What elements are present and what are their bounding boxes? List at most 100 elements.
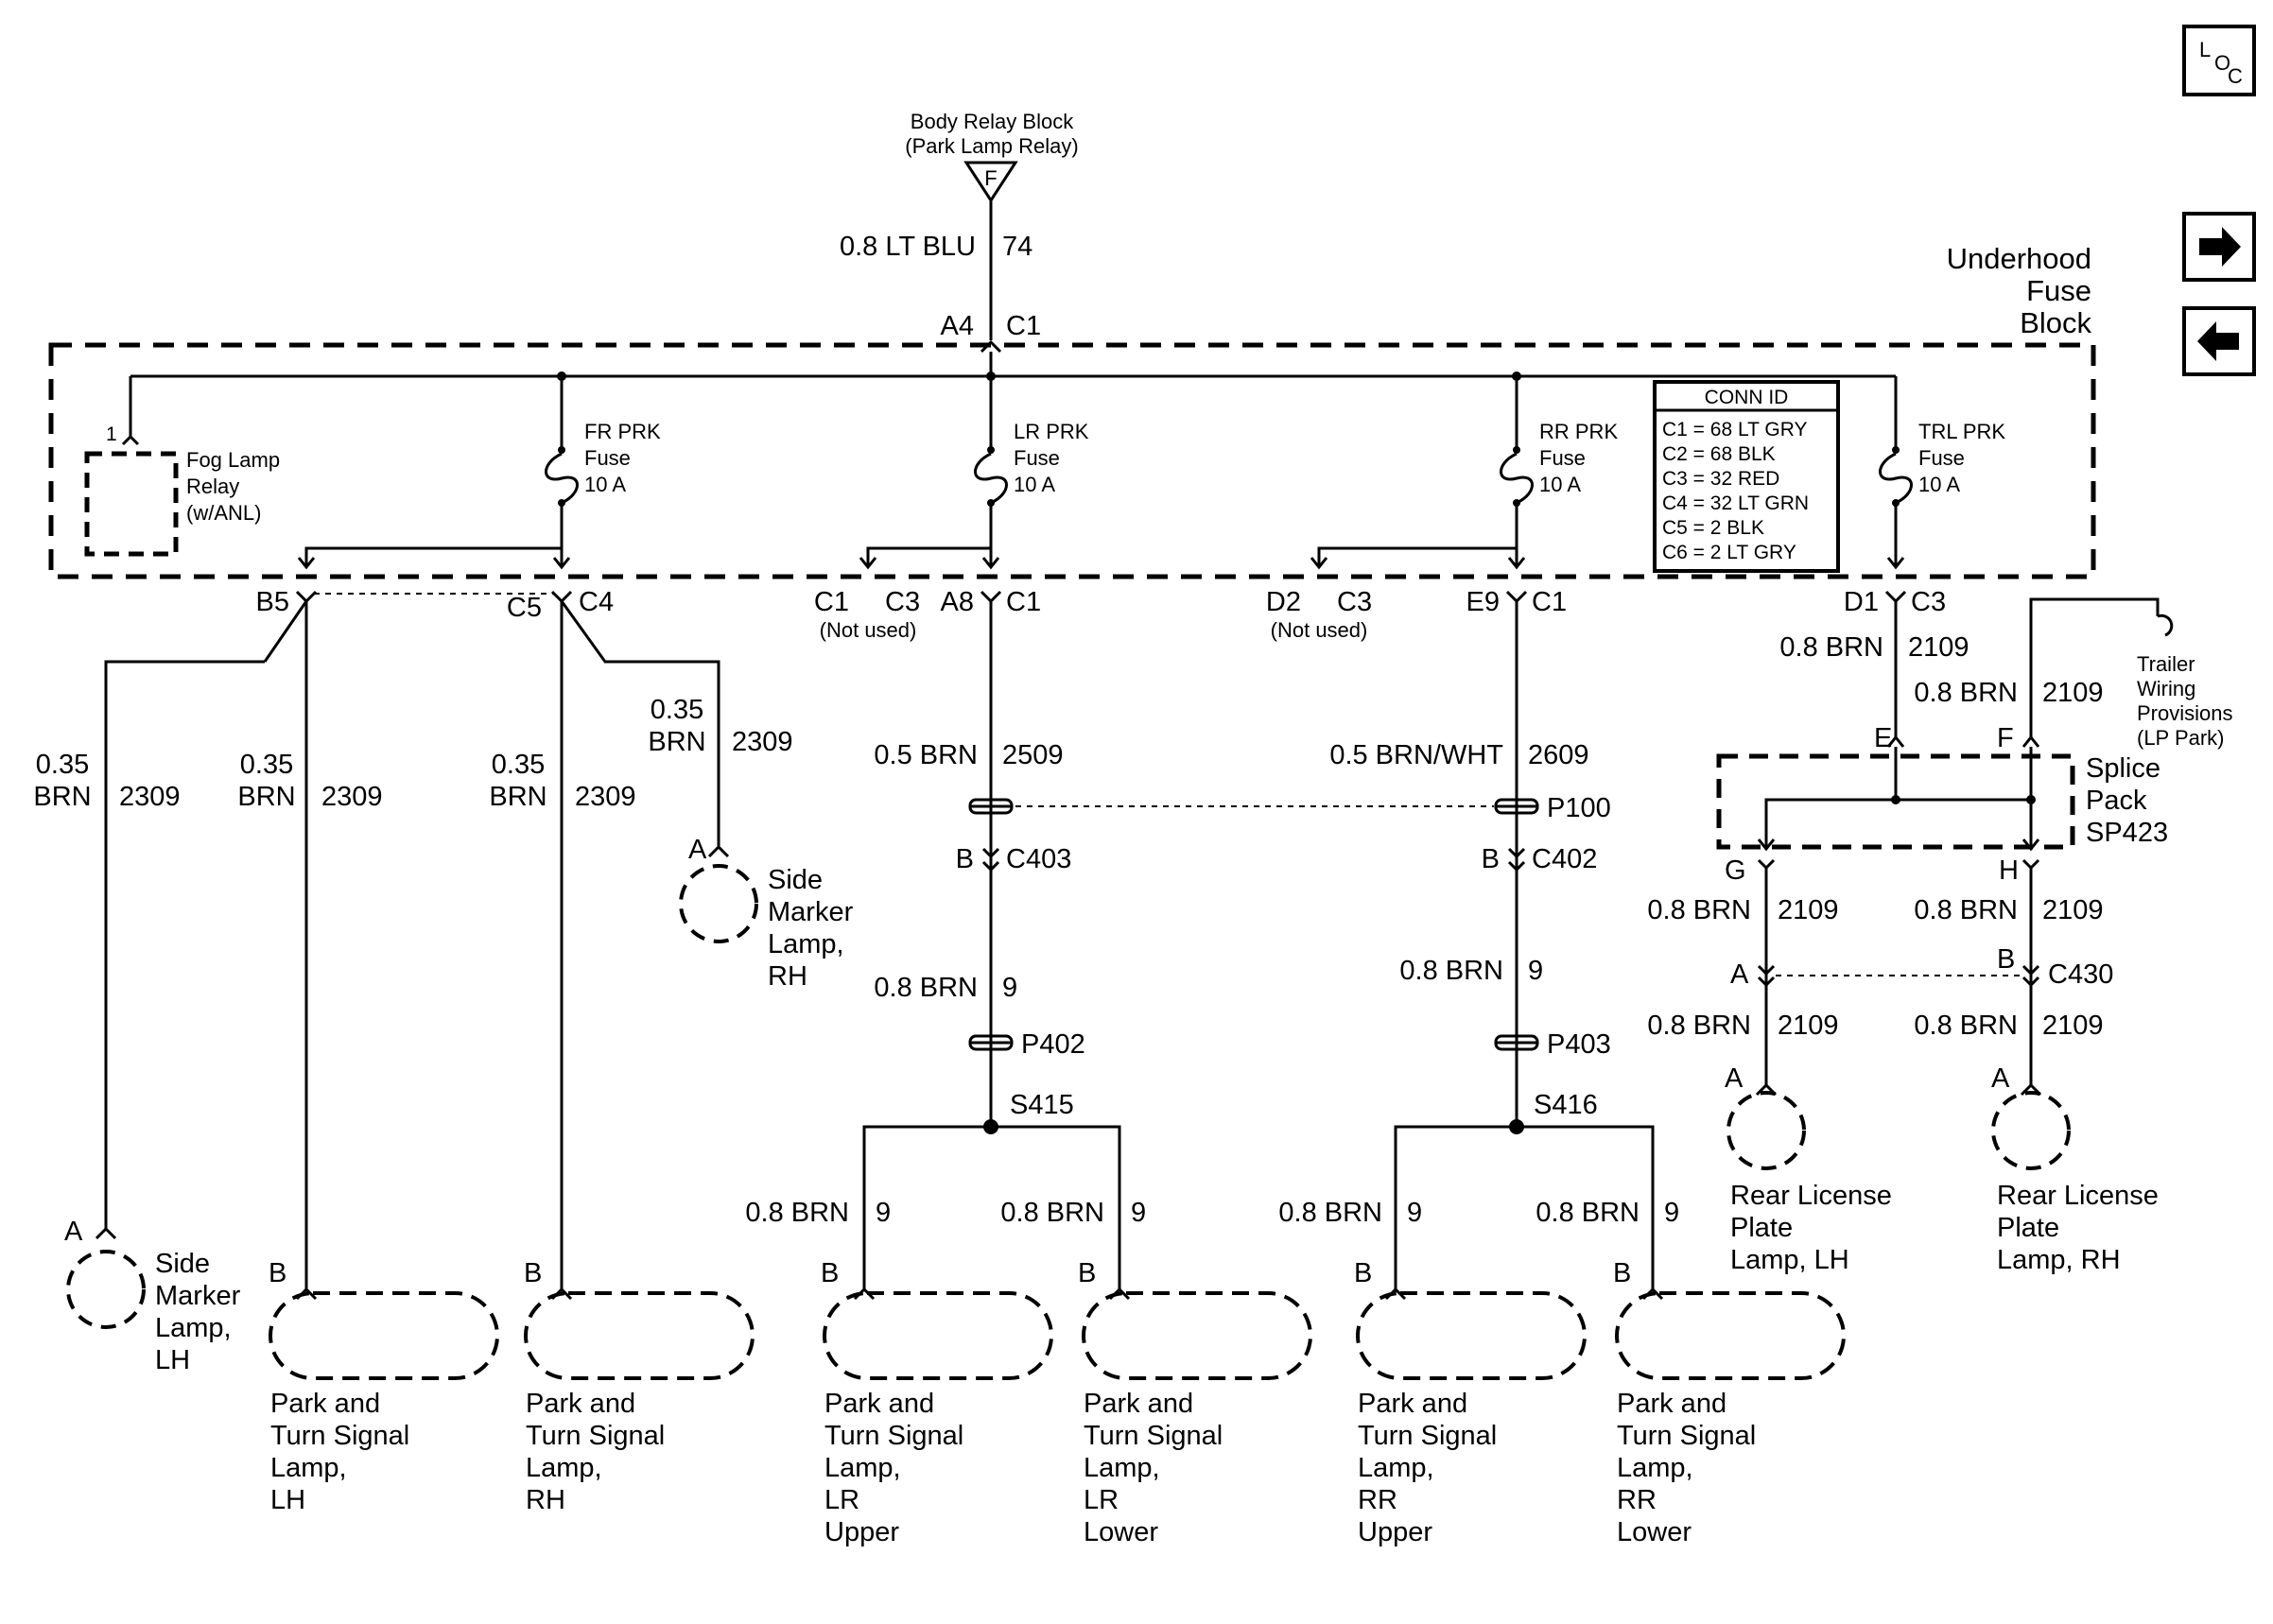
lamp-label: Plate	[1997, 1213, 2059, 1243]
pin-c1-e9: C1	[1532, 587, 1567, 617]
wire-circuit: 2309	[732, 727, 793, 757]
fuse-block-label-1: Underhood	[1947, 242, 2091, 275]
not-used-lr: (Not used)	[820, 618, 917, 642]
lamp-label: Side	[155, 1249, 210, 1279]
wire-size: 0.35	[36, 750, 89, 780]
feed-connector: C1	[1006, 311, 1041, 341]
lamp-label: LH	[270, 1485, 305, 1515]
wire-size: 0.35	[492, 750, 545, 780]
pin-c1-a8: C1	[1006, 587, 1041, 617]
pin-mark	[2021, 838, 2040, 852]
splice-label: SP423	[2086, 818, 2168, 848]
pin-a: A	[1725, 1063, 1744, 1094]
conn-id-table: CONN ID C1 = 68 LT GRY C2 = 68 BLK C3 = …	[1653, 380, 1840, 573]
fuse-lr-prk: LR PRK Fuse 10 A	[974, 376, 1089, 570]
lamp-label: Side	[768, 865, 823, 895]
fog-relay-pin-mark	[121, 434, 140, 446]
feed-wire-circuit: 74	[1002, 232, 1032, 262]
arrow-left-icon	[2197, 321, 2239, 361]
wire-color: 0.8 BRN	[874, 973, 978, 1003]
fog-lamp-relay	[84, 451, 179, 557]
pin-mark	[2021, 734, 2040, 748]
lamp-label: Lamp, RH	[1997, 1245, 2121, 1275]
not-used-rr: (Not used)	[1271, 618, 1368, 642]
conn-id-row: C2 = 68 BLK	[1662, 443, 1776, 465]
feed-wire-color: 0.8 LT BLU	[840, 232, 976, 262]
relay-block-title: Body Relay Block	[911, 110, 1074, 133]
side-marker-lamp-lh	[66, 1250, 146, 1329]
lamp-label: Rear License	[1997, 1181, 2159, 1211]
lamp-label: Rear License	[1730, 1181, 1892, 1211]
wire-trailer	[2029, 597, 2160, 737]
park-turn-lamp-lr-upper	[823, 1291, 1053, 1380]
pin-c3-lr: C3	[885, 587, 920, 617]
relay-terminal-pin: F	[984, 166, 997, 190]
wire-color: 0.8 BRN	[1399, 956, 1503, 986]
lamp-label: Lamp,	[768, 929, 844, 959]
fuse-lr-name: LR PRK	[1014, 420, 1089, 443]
splice-bus	[1764, 798, 2031, 847]
pin-a8: A8	[941, 587, 974, 617]
lamp-label: LH	[155, 1345, 190, 1375]
splice-label: Pack	[2086, 786, 2147, 816]
splice-node	[2026, 795, 2036, 804]
wire-color: BRN	[489, 782, 547, 812]
conn-id-row: C4 = 32 LT GRN	[1662, 492, 1809, 514]
conn-id-row: C6 = 2 LT GRY	[1662, 542, 1796, 563]
conn-id-row: C1 = 68 LT GRY	[1662, 419, 1808, 441]
pin-mark	[550, 590, 573, 604]
wire-circuit: 9	[1002, 973, 1017, 1003]
lamp-label: Park and	[1617, 1389, 1726, 1419]
lamp-label: Turn Signal	[1617, 1421, 1756, 1451]
s415-branches	[862, 1125, 1121, 1289]
wire-circuit: 2109	[2042, 678, 2104, 708]
lamp-label: Park and	[824, 1389, 934, 1419]
lamp-label: Lamp,	[1084, 1453, 1160, 1483]
fuse-rr-prk: RR PRK Fuse 10 A	[1500, 376, 1618, 570]
lamp-label: Marker	[155, 1281, 241, 1311]
connector-p100-rr	[1494, 798, 1539, 815]
lamp-label: Lamp,	[1358, 1453, 1434, 1483]
wire-color: BRN	[33, 782, 91, 812]
trailer-label: Provisions	[2137, 701, 2232, 725]
connector-p403	[1494, 1034, 1539, 1051]
fuse-fr-name: FR PRK	[584, 420, 661, 443]
wire-side-marker-lh	[104, 660, 265, 1229]
lamp-label: Lower	[1084, 1517, 1158, 1547]
s416-branches	[1394, 1125, 1655, 1289]
splice-pack-sp423	[1716, 753, 2075, 850]
trailer-label: Trailer	[2137, 652, 2195, 676]
pin-h: H	[1999, 855, 2019, 886]
trailer-label: (LP Park)	[2137, 726, 2225, 750]
fog-relay-pin: 1	[106, 423, 117, 445]
pin-a: A	[1730, 959, 1749, 990]
pin-a: A	[64, 1217, 83, 1247]
wire-circuit: 9	[1528, 956, 1543, 986]
wire-circuit: 2309	[575, 782, 636, 812]
wire-circuit: 2309	[321, 782, 383, 812]
pin-e: E	[1874, 723, 1892, 753]
pin-c1-lr: C1	[814, 587, 849, 617]
pin-b: B	[956, 844, 974, 874]
fog-relay-label-2: Relay	[186, 475, 239, 498]
previous-page-button[interactable]	[2182, 306, 2256, 376]
wire-circuit: 9	[1131, 1198, 1146, 1228]
pin-g: G	[1725, 855, 1746, 886]
rear-license-lamp-rh	[1991, 1091, 2071, 1170]
lamp-label: Plate	[1730, 1213, 1793, 1243]
pin-b: B	[1354, 1258, 1372, 1288]
pin-c3-rr: C3	[1337, 587, 1372, 617]
trailer-connector-icon	[2157, 613, 2174, 637]
splice-node	[1891, 795, 1900, 804]
locator-button[interactable]: L O C	[2182, 25, 2256, 96]
conn-id-row: C5 = 2 BLK	[1662, 517, 1764, 539]
fuse-trl-word: Fuse	[1918, 446, 1965, 470]
pin-mark	[1884, 590, 1907, 604]
pin-b: B	[524, 1258, 542, 1288]
lamp-label: Lower	[1617, 1517, 1692, 1547]
conn-id-title: CONN ID	[1705, 387, 1789, 408]
next-page-button[interactable]	[2182, 212, 2256, 282]
side-marker-lamp-rh	[679, 864, 758, 943]
wire-color: 0.8 BRN	[1647, 895, 1751, 925]
